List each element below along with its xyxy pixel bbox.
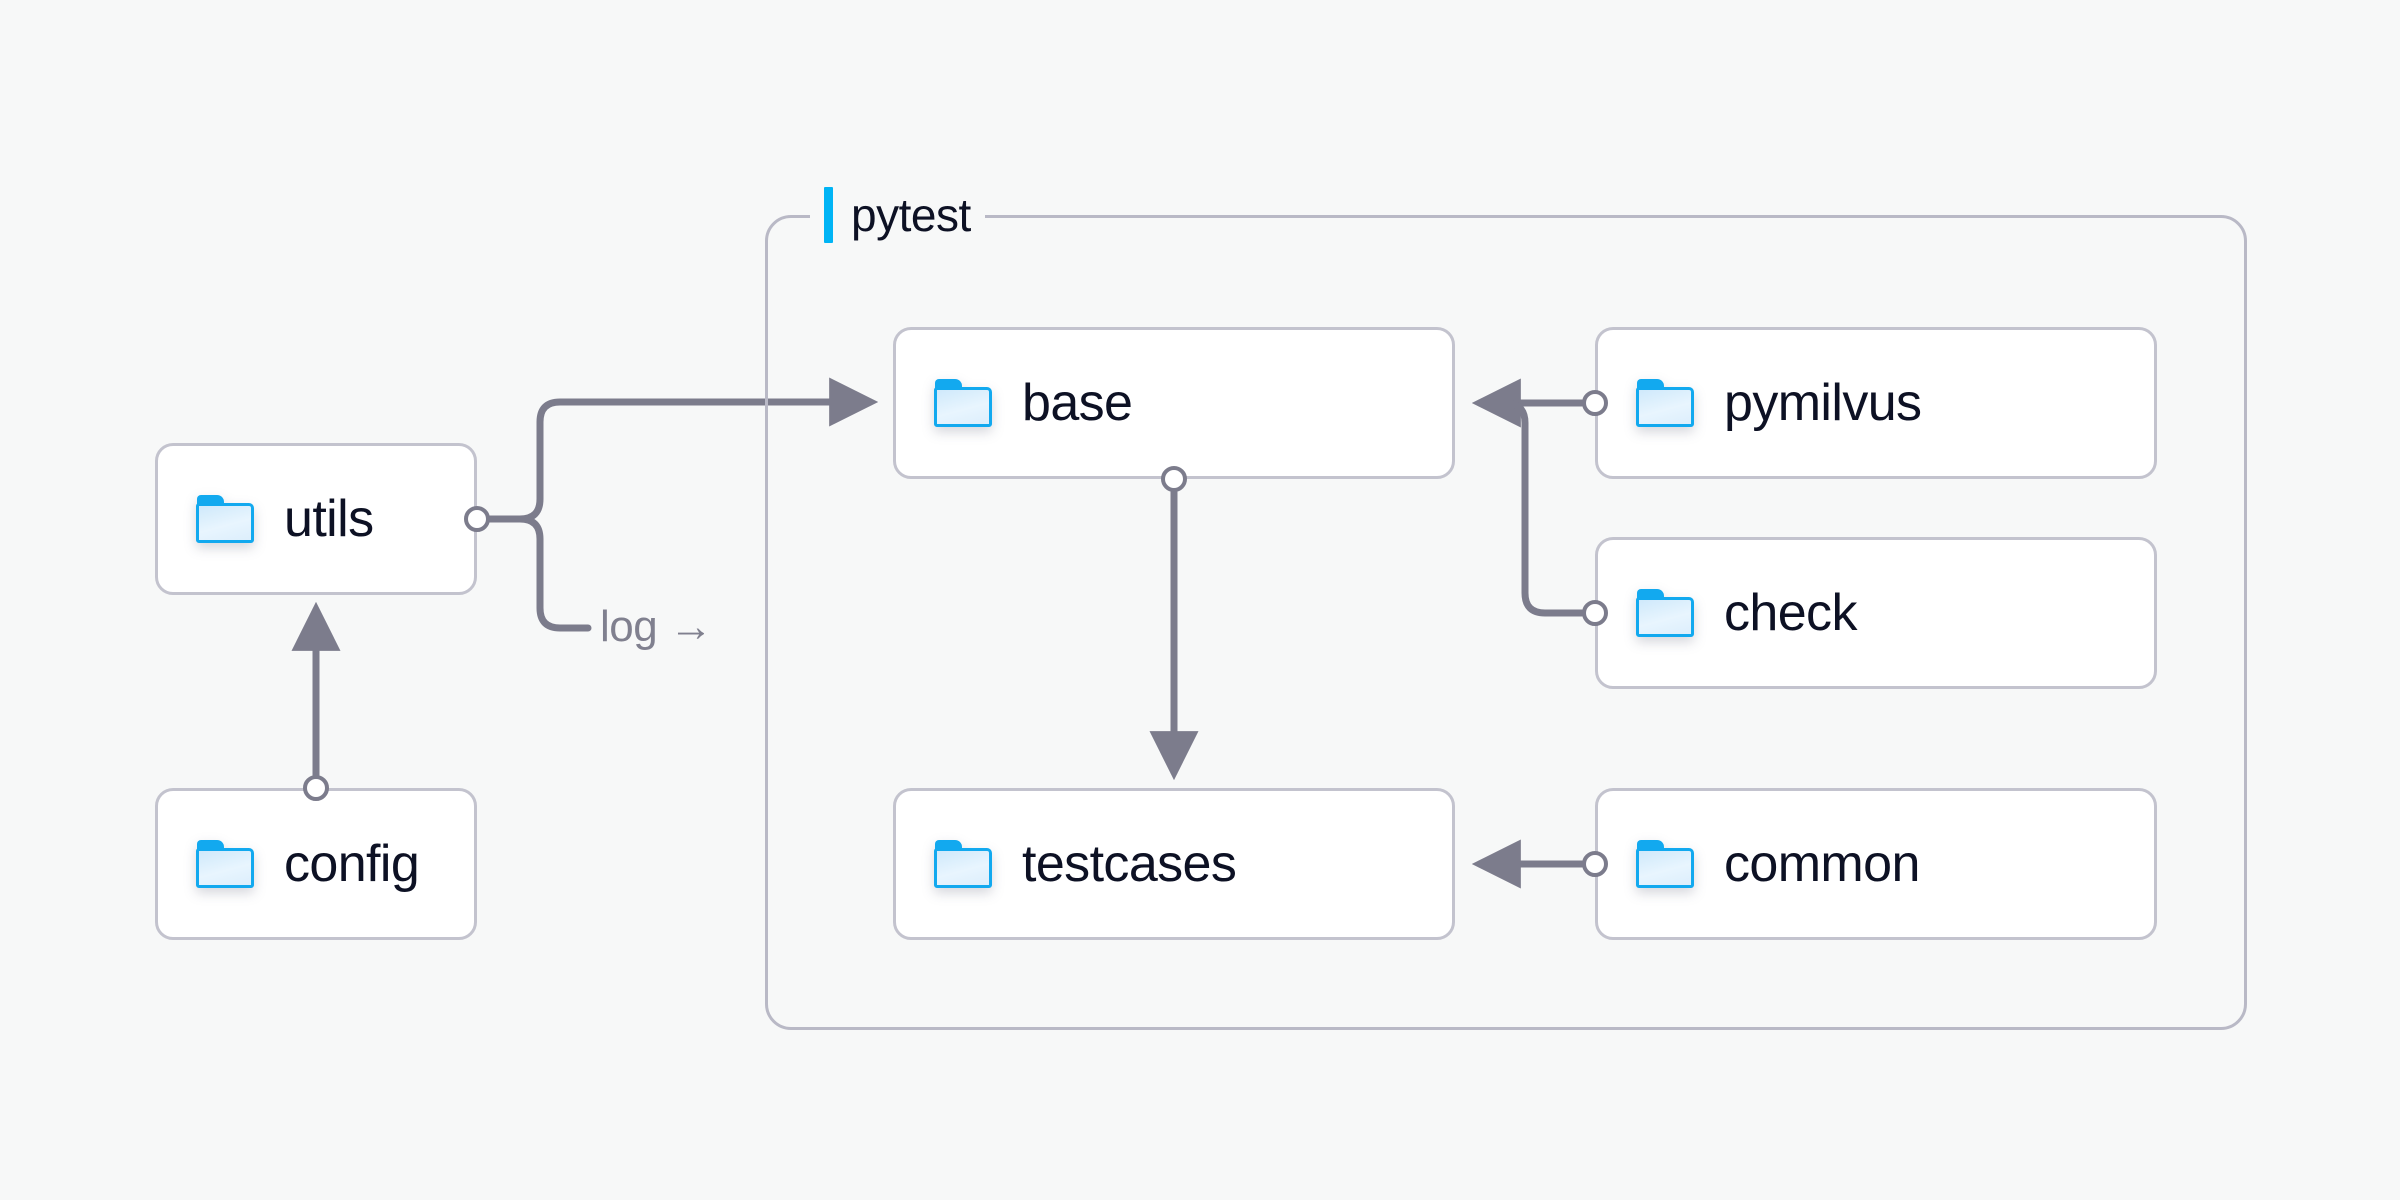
node-utils[interactable]: utils: [155, 443, 477, 595]
connector-dot-config-top[interactable]: [303, 775, 329, 801]
node-base[interactable]: base: [893, 327, 1455, 479]
node-check[interactable]: check: [1595, 537, 2157, 689]
folder-icon: [196, 495, 254, 543]
node-check-label: check: [1724, 584, 1857, 642]
node-config[interactable]: config: [155, 788, 477, 940]
node-common-label: common: [1724, 835, 1920, 893]
node-utils-label: utils: [284, 490, 374, 548]
node-pymilvus[interactable]: pymilvus: [1595, 327, 2157, 479]
group-pytest-label: pytest: [810, 187, 985, 243]
edge-label-log-arrow-icon: →: [668, 602, 713, 651]
group-pytest: [765, 215, 2247, 1030]
connector-dot-utils-right[interactable]: [464, 506, 490, 532]
edge-utils-log-branch: [486, 515, 592, 632]
node-testcases[interactable]: testcases: [893, 788, 1455, 940]
connector-dot-common-left[interactable]: [1582, 851, 1608, 877]
folder-icon: [1636, 840, 1694, 888]
node-config-label: config: [284, 835, 420, 893]
connector-dot-base-bottom[interactable]: [1161, 466, 1187, 492]
connector-dot-check-left[interactable]: [1582, 600, 1608, 626]
node-testcases-label: testcases: [1022, 835, 1237, 893]
node-pymilvus-label: pymilvus: [1724, 374, 1922, 432]
folder-icon: [934, 840, 992, 888]
connector-dot-pymilvus-left[interactable]: [1582, 390, 1608, 416]
node-common[interactable]: common: [1595, 788, 2157, 940]
node-base-label: base: [1022, 374, 1133, 432]
group-accent-bar: [824, 187, 833, 243]
group-pytest-label-text: pytest: [851, 189, 971, 241]
folder-icon: [196, 840, 254, 888]
folder-icon: [1636, 379, 1694, 427]
edge-label-log: log →: [600, 602, 713, 652]
edge-label-log-text: log: [600, 602, 658, 651]
folder-icon: [1636, 589, 1694, 637]
folder-icon: [934, 379, 992, 427]
